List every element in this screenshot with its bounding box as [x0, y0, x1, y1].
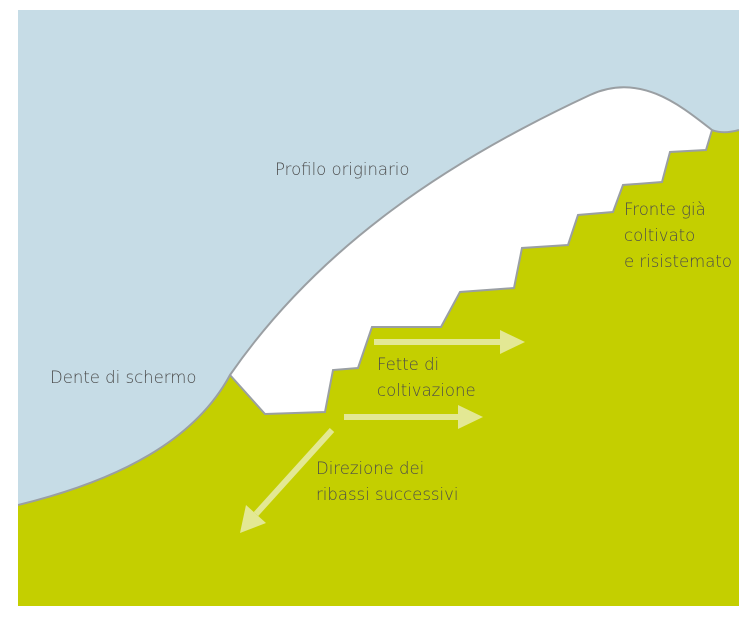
label-slices-line2: coltivazione — [377, 381, 476, 400]
arrow-right-upper-icon — [374, 330, 525, 354]
arrow-down-left-icon — [240, 427, 335, 533]
label-screen-tooth: Dente di schermo — [50, 368, 196, 387]
arrow-right-lower-icon — [344, 405, 483, 429]
label-slices-line1: Fette di — [377, 355, 439, 374]
label-original-profile: Profilo originario — [275, 160, 409, 179]
excavation-area — [230, 87, 712, 414]
label-cultivated-front-line3: e risistemato — [624, 252, 732, 271]
bench-steps-line — [229, 129, 713, 416]
label-direction-line2: ribassi successivi — [316, 485, 458, 504]
label-cultivated-front-line2: coltivato — [624, 226, 695, 245]
label-cultivated-front-line1: Fronte già — [624, 200, 706, 219]
label-direction-line1: Direzione dei — [316, 459, 424, 478]
original-profile-line — [18, 86, 739, 506]
ground-area — [18, 130, 739, 606]
